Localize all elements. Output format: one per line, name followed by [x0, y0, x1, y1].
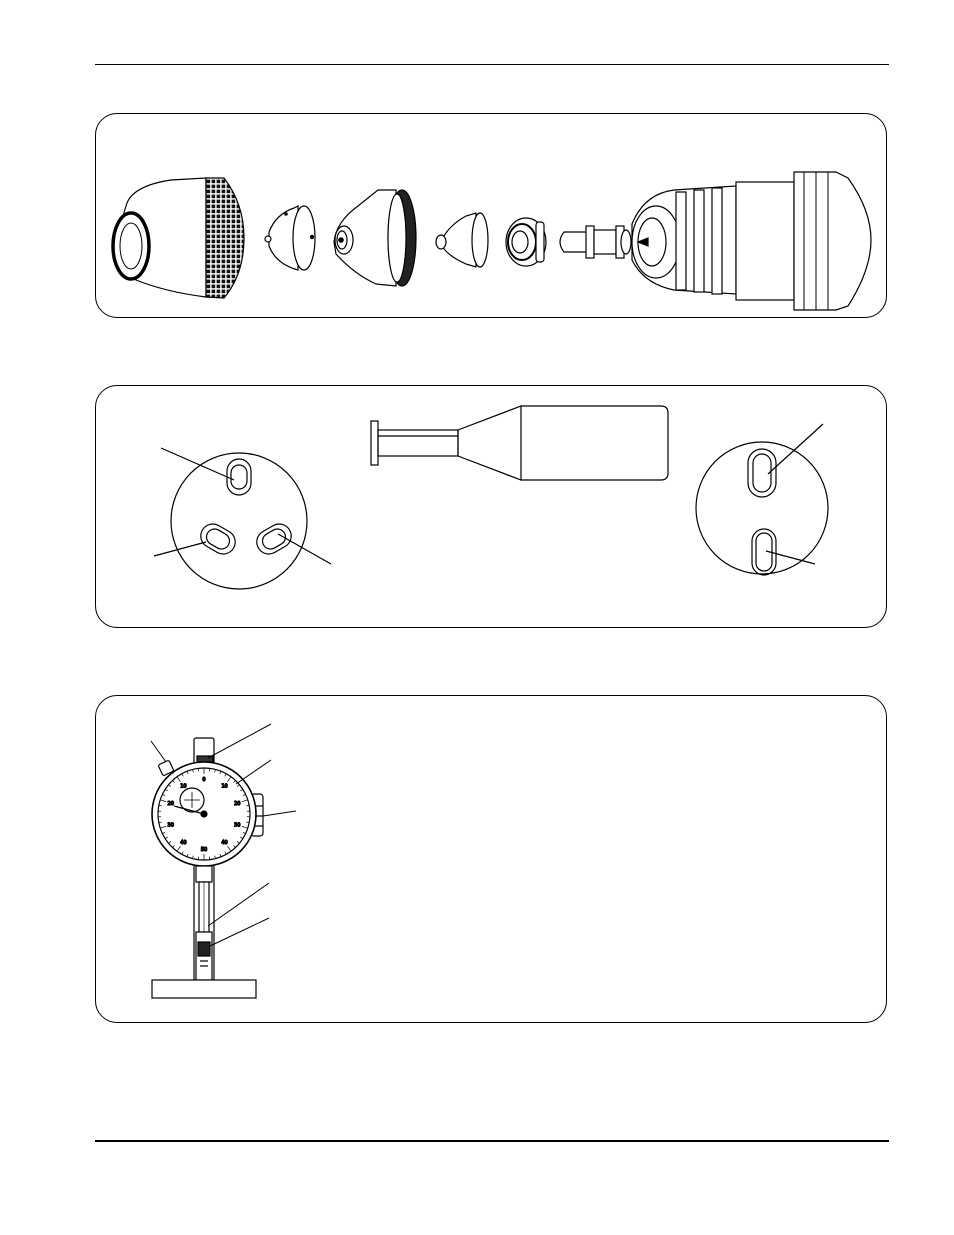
dial-tick — [240, 836, 244, 839]
gauge-tool-illustration — [153, 405, 829, 590]
dial-tick — [219, 853, 222, 857]
dial-tick — [227, 846, 232, 852]
torch-parts-illustration — [111, 171, 872, 311]
dial-tick — [164, 836, 168, 839]
dial-tick — [164, 789, 168, 792]
dial-tick — [241, 826, 248, 829]
dial-tick — [158, 805, 162, 807]
gauge-tool-panel — [95, 385, 887, 628]
leader-line — [153, 541, 207, 557]
dial-tick — [246, 805, 250, 807]
leader-line — [150, 740, 167, 763]
leader-line — [765, 550, 816, 565]
leader-line — [160, 447, 235, 481]
nozzle-part — [435, 212, 489, 268]
leader-line — [262, 810, 297, 817]
dial-tick — [176, 776, 181, 782]
dial-tick — [214, 855, 216, 859]
dial-number: 20 — [234, 801, 240, 807]
dial-tick — [186, 853, 189, 857]
dial-number: 30 — [168, 823, 174, 829]
two-slot-disc — [695, 423, 829, 576]
dial-tick — [233, 780, 236, 783]
dial-tick — [227, 776, 232, 782]
base-plate — [151, 979, 257, 999]
dial-number: 10 — [180, 783, 186, 789]
dial-tick — [176, 846, 181, 852]
dial-needle — [173, 805, 205, 815]
dial-tick — [162, 831, 166, 834]
dial-tick — [224, 773, 227, 777]
dial-tick — [246, 821, 250, 823]
dial-tick — [233, 845, 236, 848]
footer-rule — [95, 1140, 889, 1142]
dial-tick — [224, 851, 227, 855]
dial-tick — [158, 821, 162, 823]
dial-tick — [160, 799, 167, 802]
dial-tick — [240, 789, 244, 792]
torch-parts-panel — [95, 113, 887, 318]
dial-tick — [219, 771, 222, 775]
dial-tick — [192, 769, 194, 773]
dial-tick — [192, 855, 194, 859]
dial-tick — [242, 831, 246, 834]
lock-button — [158, 760, 174, 776]
dial-number: 10 — [221, 783, 227, 789]
torch-body-part — [631, 171, 872, 311]
dial-indicator-panel: 0 10 20 30 40 50 40 30 20 10 — [95, 695, 887, 1023]
leader-line — [277, 533, 332, 565]
dial-number: 20 — [168, 801, 174, 807]
dial-tick — [236, 784, 240, 787]
header-rule — [95, 64, 889, 65]
dial-tick — [241, 799, 248, 802]
shield-part — [264, 205, 316, 271]
dial-tick — [172, 780, 175, 783]
dial-tick — [186, 771, 189, 775]
dial-tick — [214, 769, 216, 773]
retaining-cap-part — [111, 177, 245, 299]
dial-tick — [236, 841, 240, 844]
dial-number: 30 — [234, 823, 240, 829]
swirl-ring-part — [505, 217, 547, 267]
dial-tick — [168, 841, 172, 844]
leader-line — [235, 759, 272, 785]
leader-line — [767, 423, 824, 475]
three-slot-disc — [153, 447, 332, 590]
dial-number: 40 — [221, 840, 227, 846]
dial-tick — [181, 851, 184, 855]
dial-tick — [242, 794, 246, 797]
dial-tick — [168, 784, 172, 787]
leader-line — [209, 917, 270, 947]
inner-retaining-cap-part — [333, 189, 417, 287]
dial-tick — [160, 826, 167, 829]
leader-line — [207, 723, 272, 759]
dial-tick — [162, 794, 166, 797]
leader-line — [207, 882, 270, 927]
dial-number: 40 — [180, 840, 186, 846]
dial-number: 0 — [202, 777, 205, 783]
dial-face — [151, 761, 257, 867]
dial-number: 50 — [201, 847, 207, 853]
dial-numbers: 0 10 20 30 40 50 40 30 20 10 — [167, 776, 241, 853]
electrode-part — [559, 225, 632, 259]
dial-indicator-illustration: 0 10 20 30 40 50 40 30 20 10 — [150, 723, 297, 999]
dial-tick — [172, 845, 175, 848]
gauge-pin-tool — [370, 405, 669, 481]
dial-tick — [181, 773, 184, 777]
